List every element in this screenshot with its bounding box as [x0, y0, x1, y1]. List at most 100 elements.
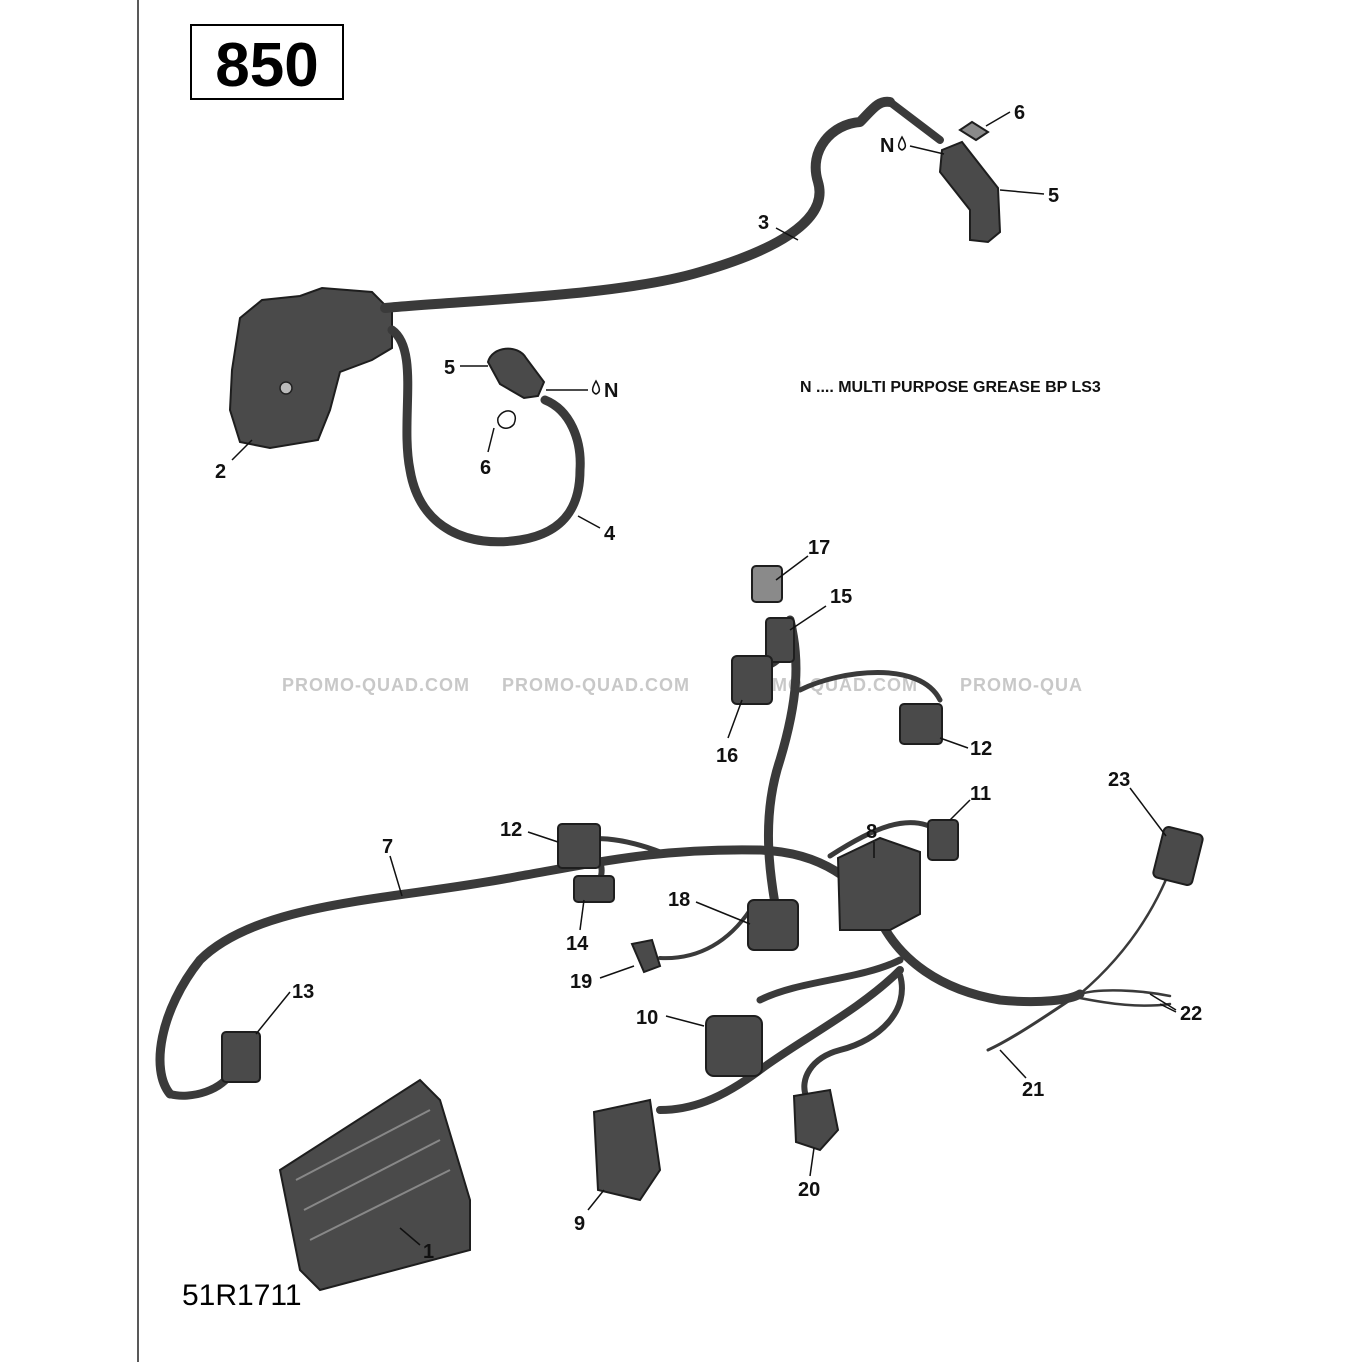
ht-lead-3-tip	[886, 98, 944, 144]
grease-mark-lower: N	[604, 380, 618, 402]
main-harness	[155, 845, 1085, 1099]
leader-3	[775, 227, 799, 241]
connector-16	[731, 655, 773, 705]
callout-2: 2	[215, 461, 226, 483]
callout-18: 18	[668, 889, 690, 911]
watermark-1: PROMO-QUAD.COM	[282, 675, 470, 695]
callout-12-upper: 12	[970, 738, 992, 760]
leader-16	[727, 699, 743, 739]
connector-14	[573, 875, 615, 903]
callout-13: 13	[292, 981, 314, 1003]
callout-20: 20	[798, 1179, 820, 1201]
spark-plug-cap-upper	[938, 140, 1002, 244]
leader-grease-1	[909, 145, 945, 155]
grease-drop-icon-upper	[897, 135, 907, 151]
leader-22b	[1159, 1003, 1177, 1013]
ignition-coil-bolt	[279, 381, 293, 395]
harness-branch-21	[986, 998, 1072, 1052]
callout-6-upper: 6	[1014, 102, 1025, 124]
connector-17	[751, 565, 783, 603]
ecm-fin-3	[309, 1169, 451, 1241]
harness-branch-9	[656, 966, 904, 1114]
model-label: 850	[215, 31, 318, 100]
callout-23: 23	[1108, 769, 1130, 791]
callout-5-upper: 5	[1048, 185, 1059, 207]
callout-16: 16	[716, 745, 738, 767]
relay-8	[836, 836, 921, 931]
leader-6a	[985, 111, 1011, 127]
connector-12-lower	[557, 823, 601, 869]
grease-drop-icon-lower	[591, 379, 601, 395]
leader-19	[599, 965, 635, 979]
connector-13	[221, 1031, 261, 1083]
harness-branch-12-upper	[797, 670, 943, 703]
harness-branch-20	[801, 972, 905, 1099]
leader-5a	[999, 189, 1045, 195]
leader-18	[695, 901, 751, 925]
leader-10	[665, 1015, 705, 1027]
model-box	[190, 24, 344, 100]
clip-6-lower	[497, 410, 517, 429]
connector-20	[792, 1088, 840, 1152]
drawing-number: 51R1711	[182, 1279, 302, 1312]
grease-mark-upper: N	[880, 135, 894, 157]
watermark-2: PROMO-QUAD.COM	[502, 675, 690, 695]
callout-22: 22	[1180, 1003, 1202, 1025]
callout-17: 17	[808, 537, 830, 559]
connector-9	[592, 1098, 662, 1202]
connector-12-upper	[899, 703, 943, 745]
leader-6b	[487, 427, 495, 453]
callout-12-lower: 12	[500, 819, 522, 841]
ecm-fin-2	[303, 1139, 441, 1211]
leader-9	[587, 1189, 605, 1211]
grease-note: N .... MULTI PURPOSE GREASE BP LS3	[800, 379, 1101, 396]
sensor-19	[630, 938, 662, 974]
callout-1: 1	[423, 1241, 434, 1263]
leader-4	[577, 515, 601, 529]
callout-11: 11	[970, 783, 991, 805]
ht-lead-3	[380, 96, 895, 313]
connector-18	[747, 899, 799, 951]
leader-21	[999, 1049, 1027, 1079]
leader-13	[255, 991, 291, 1035]
ht-lead-4	[387, 325, 585, 547]
connector-11	[927, 819, 959, 861]
callout-7: 7	[382, 836, 393, 858]
leader-12b	[527, 831, 559, 843]
callout-14: 14	[566, 933, 589, 955]
connector-10	[705, 1015, 763, 1077]
harness-branch-10	[756, 956, 904, 1004]
callout-15: 15	[830, 586, 852, 608]
callout-3: 3	[758, 212, 769, 234]
boot-6-upper	[958, 120, 990, 142]
harness-branch-19	[658, 908, 752, 961]
leader-20	[809, 1147, 815, 1177]
callout-10: 10	[636, 1007, 658, 1029]
leader-2	[231, 439, 253, 461]
spark-plug-cap-lower	[486, 347, 546, 400]
harness-branch-23	[1078, 868, 1172, 996]
ecm-module	[278, 1078, 471, 1292]
callout-4: 4	[604, 523, 616, 545]
leader-17	[775, 555, 809, 581]
leader-23	[1129, 787, 1167, 837]
callout-19: 19	[570, 971, 592, 993]
watermark-3: PROMO-QUAD.COM	[730, 675, 918, 695]
leader-12a	[939, 737, 969, 749]
callout-21: 21	[1022, 1079, 1044, 1101]
watermark-4: PROMO-QUA	[960, 675, 1083, 695]
callout-6-lower: 6	[480, 457, 491, 479]
leader-14	[579, 899, 585, 931]
callout-8: 8	[866, 821, 877, 843]
ignition-coil	[228, 286, 393, 450]
callout-5-lower: 5	[444, 357, 455, 379]
harness-branch-22	[1078, 989, 1172, 998]
leader-1	[399, 1227, 421, 1246]
leader-7	[389, 855, 403, 897]
leader-22a	[1149, 993, 1177, 1011]
callout-9: 9	[574, 1213, 585, 1235]
ecm-fin-1	[295, 1109, 431, 1181]
leader-15	[789, 605, 827, 631]
connector-15	[765, 617, 795, 663]
